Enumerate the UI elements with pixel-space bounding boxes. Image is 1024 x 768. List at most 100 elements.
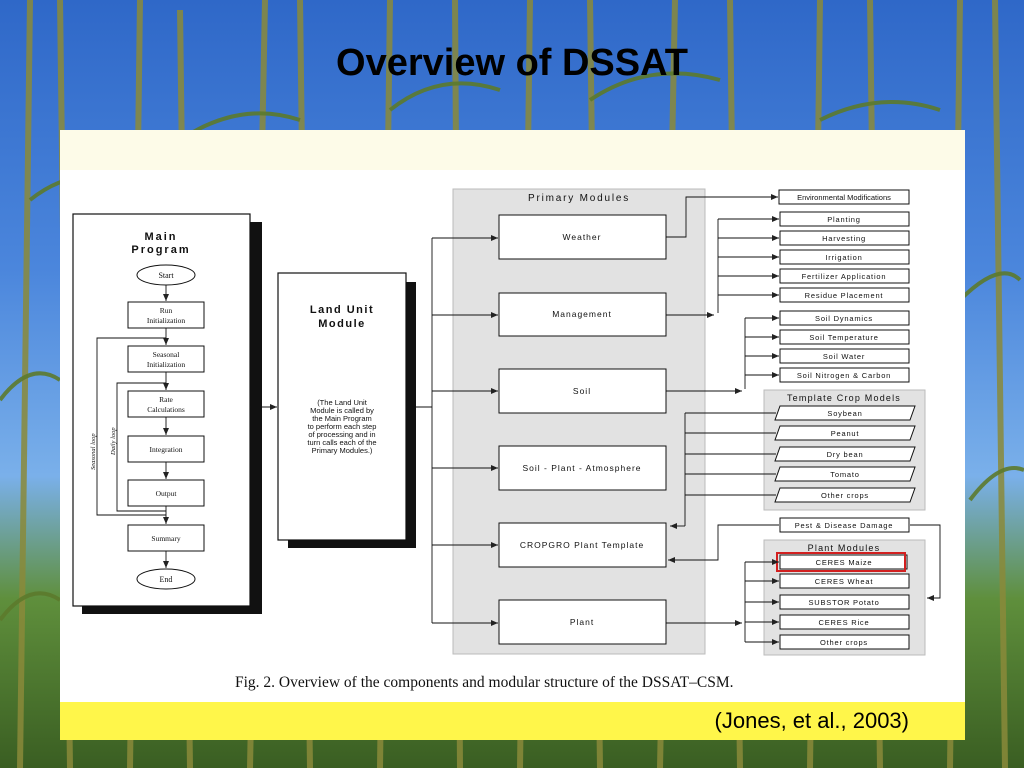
seasonal-init-label-1: Seasonal [153,350,180,359]
run-init-box [127,301,205,329]
subitem-box [779,554,908,570]
summary-label: Summary [151,534,180,543]
ceres-maize-label: CERES Maize [816,558,873,567]
soil-dynamics-label: Soil Dynamics [815,314,873,323]
land-unit-desc-line: to perform each step [308,422,377,431]
right-side-connectors [666,194,941,645]
management-subitems: Planting Harvesting Irrigation Fertilize… [779,211,910,303]
subitem-box [779,329,910,345]
subitem-box [779,230,910,246]
subitem-box [779,634,910,650]
crop-parallelogram [774,425,916,441]
figure-caption: Fig. 2. Overview of the components and m… [235,674,734,691]
summary-box [127,524,205,552]
seasonal-init-label-2: Initialization [147,360,186,369]
land-unit-desc-line: Primary Modules.) [312,446,373,455]
substor-potato-label: SUBSTOR Potato [808,598,879,607]
subitem-box [779,310,910,326]
soil-temperature-label: Soil Temperature [809,333,878,342]
subitem-box [779,367,910,383]
crop-parallelogram [774,405,916,421]
crop-parallelogram [774,487,916,503]
run-init-label-1: Run [160,306,173,315]
figure-top-strip [60,130,965,170]
ceres-wheat-label: CERES Wheat [815,577,874,586]
soybean-label: Soybean [827,409,862,418]
tomato-label: Tomato [830,470,859,479]
land-unit-description: (The Land Unit Module is called by the M… [307,398,376,455]
end-node [136,568,196,590]
seasonal-init-box [127,345,205,373]
other-crops-template-label: Other crops [821,491,869,500]
end-label: End [160,575,173,584]
management-module [498,292,667,337]
land-unit-desc-line: of processing and in [308,430,375,439]
planting-label: Planting [827,215,861,224]
rate-calc-label-1: Rate [159,395,173,404]
subitem-box [779,594,910,610]
citation-bar: (Jones, et al., 2003) [60,702,965,740]
plant-module-items: CERES Maize CERES Wheat SUBSTOR Potato C… [779,554,910,650]
output-box [127,479,205,507]
primary-modules-title: Primary Modules [528,193,630,204]
template-crop-title: Template Crop Models [787,393,901,403]
crop-parallelogram [774,446,916,462]
integration-label: Integration [150,445,183,454]
land-unit-to-primary-connectors [406,235,498,626]
soil-subitems: Soil Dynamics Soil Temperature Soil Wate… [779,310,910,383]
run-init-label-2: Initialization [147,316,186,325]
soil-nitrogen-label: Soil Nitrogen & Carbon [797,371,891,380]
plant-modules-title: Plant Modules [808,543,881,553]
plant-label: Plant [570,617,594,627]
crop-parallelogram [774,466,916,482]
land-unit-desc-line: (The Land Unit [317,398,368,407]
soil-water-label: Soil Water [823,352,865,361]
seasonal-loop-label: Seasonal loop [90,433,97,470]
subitem-box [779,287,910,303]
subitem-box [779,211,910,227]
cropgro-module [498,522,667,568]
weather-module [498,214,667,260]
land-unit-desc-line: turn calls each of the [307,438,376,447]
spa-module [498,445,667,491]
dry-bean-label: Dry bean [827,450,864,459]
irrigation-label: Irrigation [825,253,862,262]
pest-disease-box [779,517,910,533]
plant-module [498,599,667,645]
main-program-title-1: Main [144,231,177,243]
citation-text: (Jones, et al., 2003) [714,708,909,733]
management-label: Management [552,309,612,319]
main-program-title-2: Program [131,244,190,256]
env-mod-box [778,189,910,205]
slide-title: Overview of DSSAT [336,42,688,84]
land-unit-box [277,272,407,541]
land-unit-desc-line: Module is called by [310,406,374,415]
primary-modules-group [452,188,706,655]
daily-loop-label: Daily loop [110,427,117,456]
land-unit-desc-line: the Main Program [312,414,372,423]
subitem-box [779,268,910,284]
main-program-flow [96,285,277,568]
output-label: Output [156,489,178,498]
weather-label: Weather [563,232,602,242]
start-label: Start [158,271,174,280]
residue-label: Residue Placement [805,291,884,300]
subitem-box [779,573,910,589]
subitem-box [779,614,910,630]
env-mod-label: Environmental Modifications [797,193,891,202]
land-unit-title-1: Land Unit [310,304,374,316]
subitem-box [779,348,910,364]
cropgro-label: CROPGRO Plant Template [520,540,644,550]
template-crop-items: Soybean Peanut Dry bean Tomato Other cro… [774,405,916,503]
integration-box [127,435,205,463]
other-crops-plant-label: Other crops [820,638,868,647]
subitem-box [779,249,910,265]
fertilizer-label: Fertilizer Application [802,272,887,281]
soil-label: Soil [573,386,591,396]
harvesting-label: Harvesting [822,234,866,243]
ceres-rice-label: CERES Rice [819,618,870,627]
spa-label: Soil - Plant - Atmosphere [522,463,641,473]
soil-module [498,368,667,414]
peanut-label: Peanut [831,429,860,438]
